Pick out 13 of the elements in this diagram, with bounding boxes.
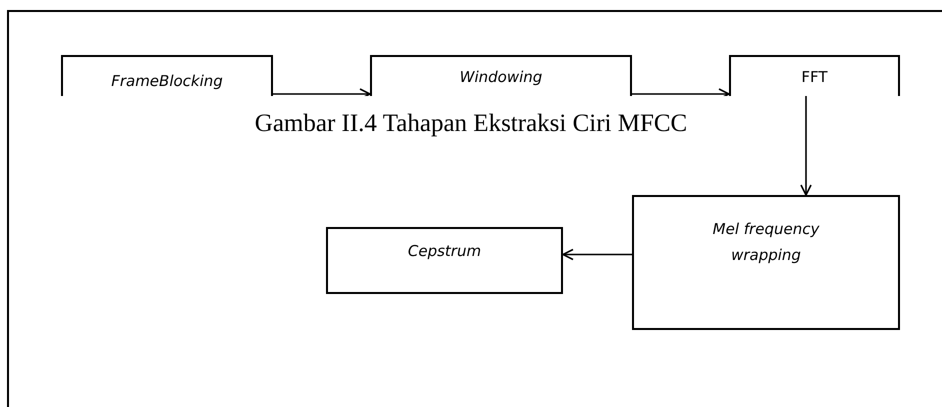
box-label: FrameBlocking xyxy=(110,71,224,92)
box-label: Mel frequency wrapping xyxy=(712,219,820,266)
process-box xyxy=(729,55,900,96)
arrow xyxy=(800,96,812,196)
box-label: Windowing xyxy=(458,67,544,88)
figure-caption: Gambar II.4 Tahapan Ekstraksi Ciri MFCC xyxy=(254,110,688,138)
process-box xyxy=(370,55,632,96)
box-label: FFT xyxy=(800,67,829,88)
process-box xyxy=(326,227,563,294)
process-box xyxy=(632,195,900,330)
box-label: Cepstrum xyxy=(406,241,482,262)
arrow xyxy=(562,248,632,260)
process-box xyxy=(61,55,273,96)
